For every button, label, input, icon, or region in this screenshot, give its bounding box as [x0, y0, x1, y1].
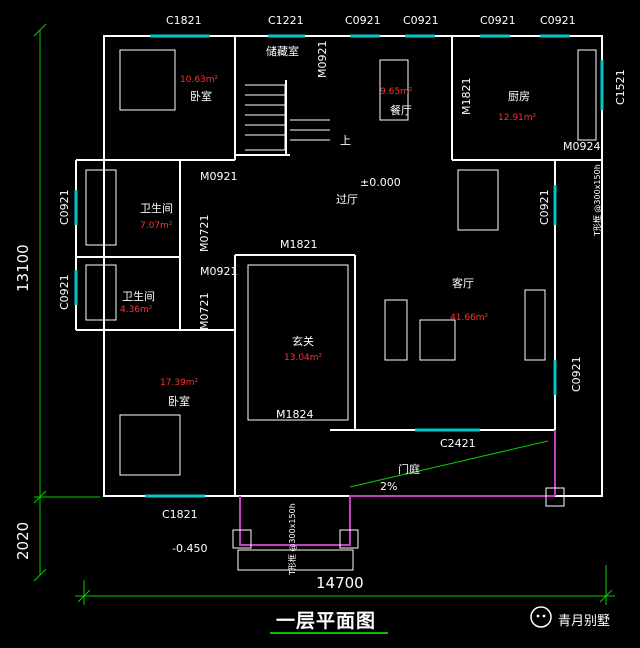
- storage-label: 储藏室: [266, 44, 299, 58]
- bedroom2-label: 卧室: [168, 394, 190, 408]
- d-bed1: M0921: [200, 170, 238, 183]
- d-kitchen1: M1821: [460, 78, 473, 116]
- porch-columns: [232, 487, 565, 571]
- dim-total-width: 14700: [316, 574, 364, 592]
- dim-total-depth: 13100: [14, 244, 32, 292]
- corridor-label: 过厅: [336, 193, 358, 206]
- w-right1: C0921: [538, 189, 551, 225]
- wechat-icon: [530, 606, 552, 628]
- w-top1: C1821: [166, 14, 202, 27]
- slope-label: 2%: [380, 480, 397, 493]
- w-left1: C0921: [58, 189, 71, 225]
- d-bed2: M0921: [200, 265, 238, 278]
- d-storage: M0921: [316, 41, 329, 79]
- d-bath1: M0721: [198, 215, 211, 253]
- walls: [75, 35, 603, 497]
- dining-label: 餐厅: [390, 103, 412, 117]
- foyer-label: 玄关: [292, 334, 314, 348]
- d-foyer-top: M1821: [280, 238, 318, 251]
- bedroom1-area: 10.63m²: [180, 75, 219, 85]
- bath1-area: 7.07m²: [140, 221, 173, 231]
- bedroom2-area: 17.39m²: [160, 378, 199, 388]
- kitchen-label: 厨房: [508, 90, 530, 103]
- w-top4: C0921: [403, 14, 439, 27]
- w-top5: C0921: [480, 14, 516, 27]
- w-top3: C0921: [345, 14, 381, 27]
- exterior-note-right: T形框 @300x150h: [592, 164, 602, 237]
- dining-area: 9.65m²: [380, 87, 413, 97]
- living-label: 客厅: [452, 276, 474, 290]
- kitchen-area: 12.91m²: [498, 113, 537, 123]
- d-kitchen2: M0924: [563, 140, 601, 153]
- w-top6: C0921: [540, 14, 576, 27]
- outdoor-level: -0.450: [172, 542, 207, 555]
- foyer-area: 13.04m²: [284, 353, 323, 363]
- exterior-note-porch: T形框 @300x150h: [287, 503, 297, 576]
- floor-level: ±0.000: [360, 176, 401, 189]
- living-area: 41.66m²: [450, 313, 489, 323]
- w-top2: C1221: [268, 14, 304, 27]
- dim-porch-depth: 2020: [14, 522, 32, 560]
- porch-outline: [239, 430, 556, 546]
- dimension-lines: [33, 23, 615, 605]
- bath2-area: 4.36m²: [120, 305, 153, 315]
- d-entry: M1824: [276, 408, 314, 421]
- w-right2: C0921: [570, 356, 583, 392]
- bedroom1-label: 卧室: [190, 89, 212, 103]
- watermark-text: 青月别墅: [558, 614, 611, 629]
- w-kitchen: C1521: [614, 69, 627, 105]
- d-bath2: M0721: [198, 293, 211, 331]
- w-left2: C0921: [58, 274, 71, 310]
- stair-up-label: 上: [340, 134, 351, 147]
- bath1-label: 卫生间: [140, 201, 173, 215]
- w-living-bottom: C2421: [440, 437, 476, 450]
- furniture: [85, 49, 597, 476]
- courtyard-label: 门庭: [398, 462, 420, 476]
- windows: [74, 34, 604, 498]
- bath2-label: 卫生间: [122, 289, 155, 303]
- drawing-title: 一层平面图: [276, 610, 377, 632]
- title-underline: [270, 632, 388, 634]
- w-bottom: C1821: [162, 508, 198, 521]
